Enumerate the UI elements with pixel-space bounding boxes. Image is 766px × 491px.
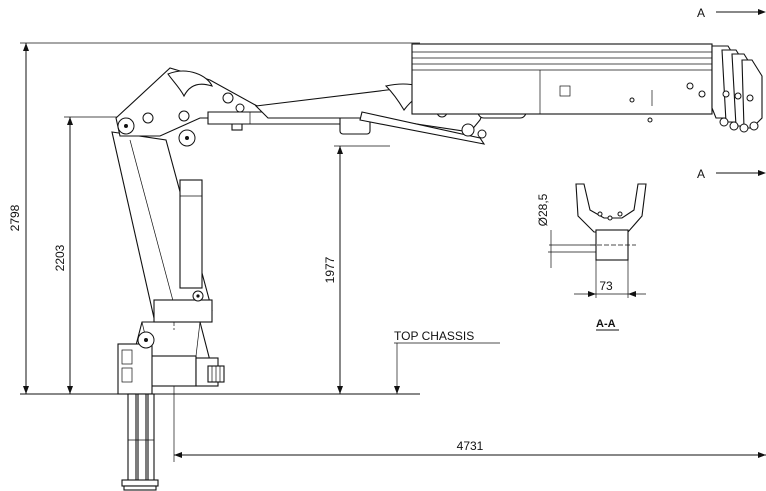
dimension-2798-label: 2798: [8, 204, 22, 231]
dimension-2203: 2203: [53, 116, 120, 394]
top-chassis-label: TOP CHASSIS: [394, 329, 474, 343]
crane-column: [111, 129, 213, 323]
section-marker-top-label: A: [697, 6, 705, 20]
dimension-4731: 4731: [173, 330, 766, 462]
dimension-2798: 2798: [8, 42, 420, 394]
dimension-1977: 1977: [323, 145, 390, 394]
section-width-label: 73: [599, 279, 613, 293]
section-marker-bottom-label: A: [697, 167, 705, 181]
extension-boom: [411, 43, 713, 123]
dimension-1977-label: 1977: [323, 256, 337, 283]
section-a-a-detail: Ø28,5 73 A-A: [536, 183, 647, 331]
section-marker-bottom: A: [697, 167, 766, 181]
dimension-2203-label: 2203: [53, 244, 67, 271]
section-marker-top: A: [697, 6, 766, 20]
top-chassis-callout: TOP CHASSIS: [394, 329, 500, 394]
section-diameter-label: Ø28,5: [536, 193, 550, 226]
dimension-4731-label: 4731: [457, 439, 484, 453]
boom-tip-brackets: [711, 45, 763, 133]
section-title: A-A: [596, 318, 616, 330]
crane-base: [117, 304, 225, 491]
